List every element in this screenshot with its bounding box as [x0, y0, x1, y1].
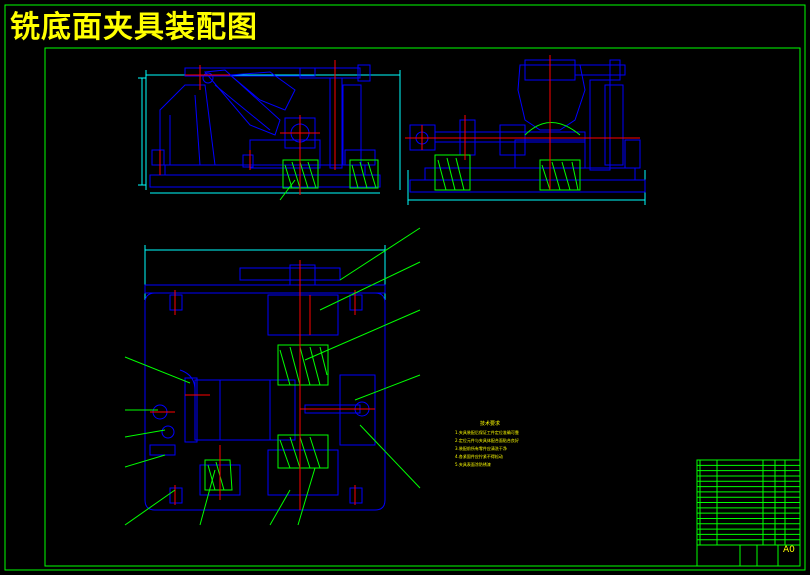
drawing-title: 铣底面夹具装配图 [10, 10, 258, 45]
tech-note-line: 4.各紧固件应拧紧不得松动 [455, 453, 503, 459]
side-view [405, 55, 646, 205]
tech-note-line: 5.夹具表面涂防锈漆 [455, 461, 491, 467]
front-view [138, 60, 401, 201]
tech-notes-heading: 技术要求 [480, 420, 500, 427]
technical-notes: 技术要求 1.夹具装配后保证工件定位准确可靠 2.定位元件与夹具体配合面贴合良好… [455, 420, 519, 467]
title-block: A0 [696, 459, 801, 567]
tech-note-line: 1.夹具装配后保证工件定位准确可靠 [455, 429, 519, 435]
outer-frame [4, 4, 806, 571]
inner-frame [44, 47, 801, 567]
sheet-size-label: A0 [783, 545, 795, 555]
tech-note-line: 3.装配前所有零件应清洗干净 [455, 445, 507, 451]
top-view [124, 227, 421, 526]
tech-note-line: 2.定位元件与夹具体配合面贴合良好 [455, 437, 519, 443]
